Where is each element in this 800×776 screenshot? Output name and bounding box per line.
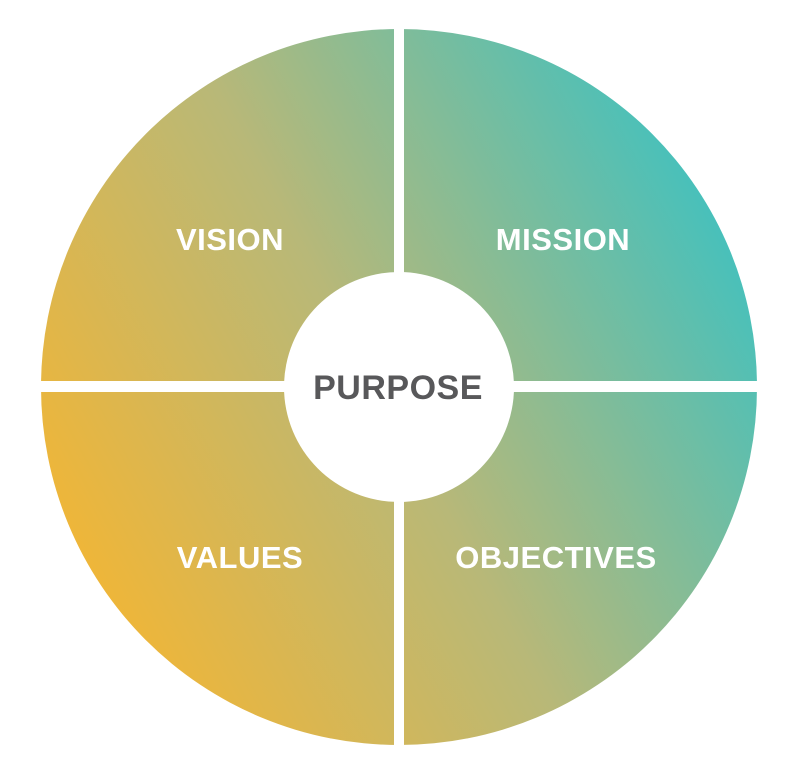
quadrant-label-mission: MISSION <box>496 222 630 257</box>
center-label-purpose: PURPOSE <box>313 369 483 407</box>
center-circle <box>284 272 514 502</box>
quadrant-label-vision: VISION <box>176 222 284 257</box>
quadrant-label-objectives: OBJECTIVES <box>455 540 656 575</box>
quadrant-label-values: VALUES <box>177 540 303 575</box>
